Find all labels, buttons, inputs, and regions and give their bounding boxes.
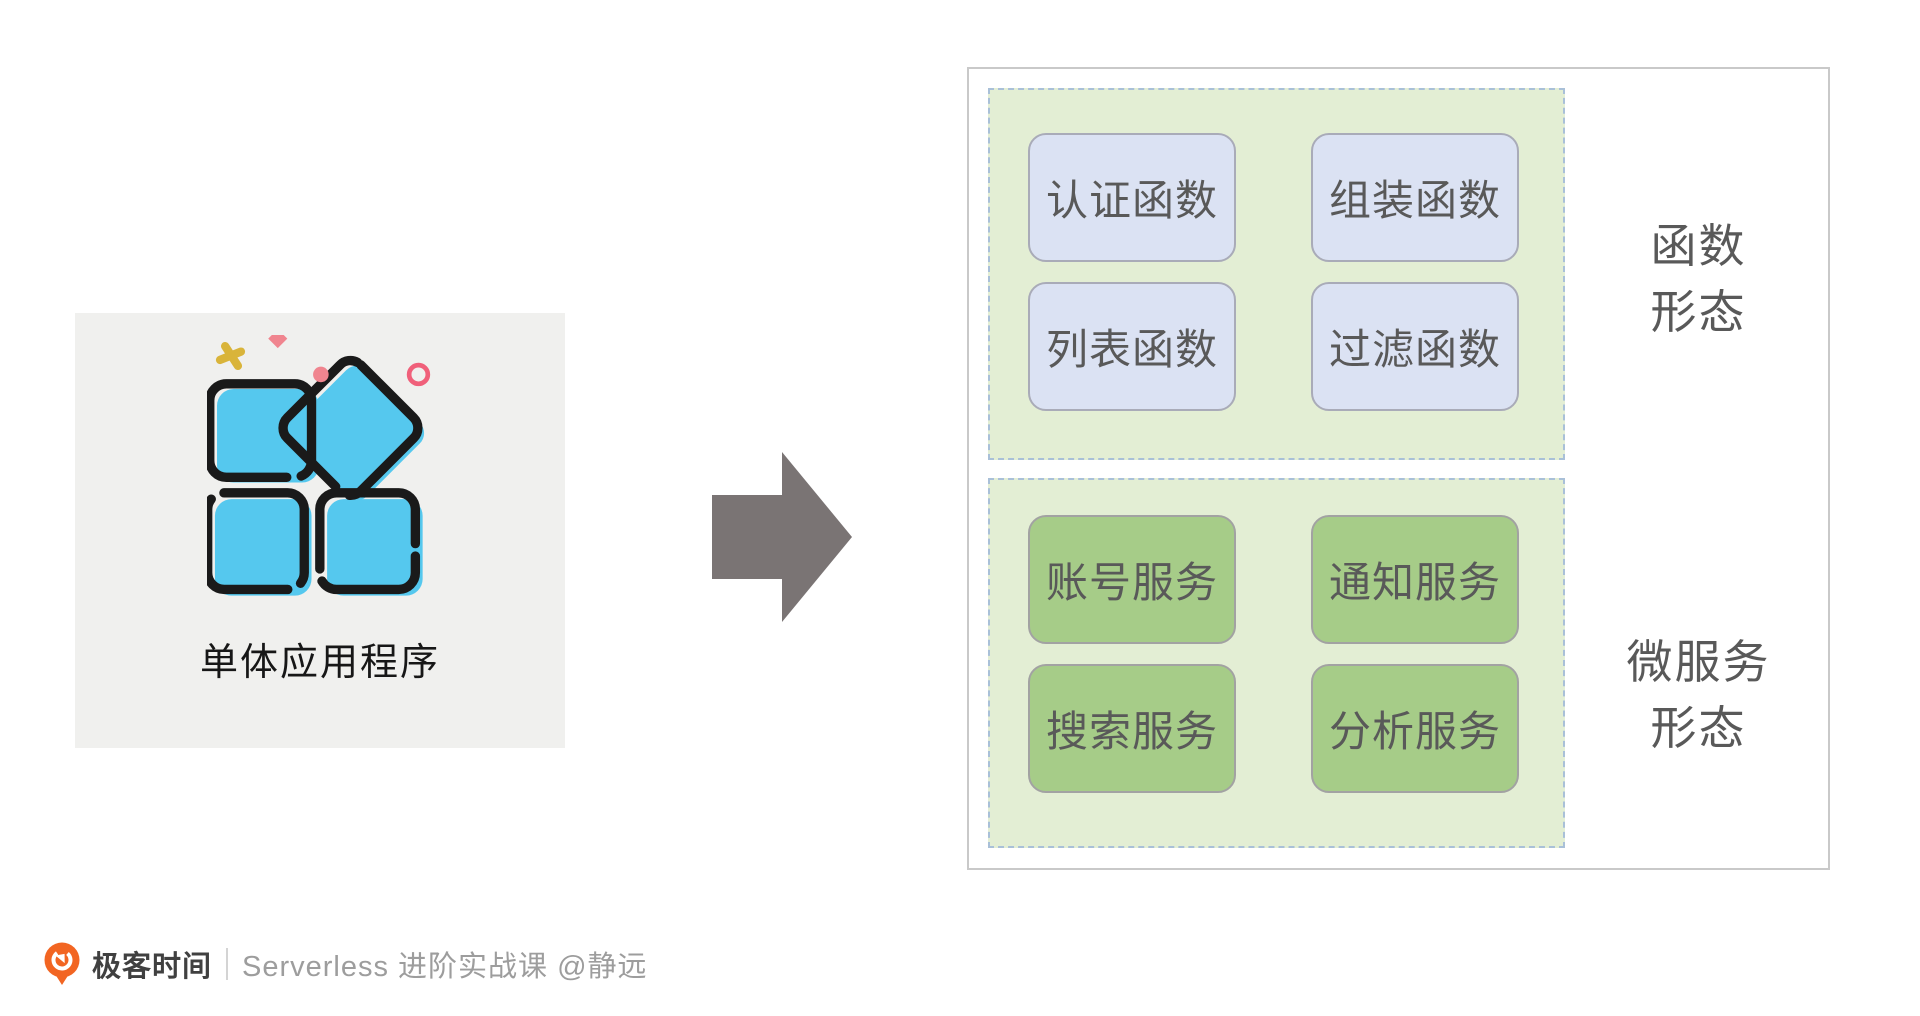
service-node-analyze: 分析服务: [1311, 664, 1519, 793]
function-node-label: 认证函数: [1045, 177, 1218, 224]
function-node-label: 列表函数: [1045, 326, 1218, 373]
function-node-label: 过滤函数: [1328, 326, 1501, 373]
function-node-assemble: 组装函数: [1311, 133, 1519, 262]
service-node-label: 搜索服务: [1045, 708, 1218, 755]
service-node-notify: 通知服务: [1311, 515, 1519, 644]
microservice-form-label-line1: 微服务: [1626, 636, 1771, 688]
brand-name: 极客时间: [92, 951, 213, 983]
service-node-label: 账号服务: [1045, 559, 1218, 606]
sparkle-decorations: [215, 335, 431, 387]
service-node-account: 账号服务: [1028, 515, 1236, 644]
right-arrow-icon: [712, 452, 852, 622]
monolith-label: 单体应用程序: [199, 642, 440, 684]
service-node-label: 分析服务: [1328, 708, 1501, 755]
monolith-panel: 单体应用程序: [75, 313, 565, 748]
function-node-auth: 认证函数: [1028, 133, 1236, 262]
serverless-panel: 认证函数 组装函数 列表函数 过滤函数 账号服务 通知服务 搜索服务: [967, 67, 1830, 870]
service-node-search: 搜索服务: [1028, 664, 1236, 793]
function-form-label-line2: 形态: [1650, 286, 1747, 338]
function-node-filter: 过滤函数: [1311, 282, 1519, 411]
footer-branding: 极客时间 Serverless 进阶实战课 @静远: [42, 941, 648, 987]
function-node-list: 列表函数: [1028, 282, 1236, 411]
microservice-section: 账号服务 通知服务 搜索服务 分析服务: [988, 478, 1565, 848]
geektime-logo-icon: [44, 942, 80, 985]
function-section: 认证函数 组装函数 列表函数 过滤函数: [988, 88, 1565, 460]
function-form-label: 函数 形态: [1569, 213, 1828, 345]
microservice-form-label: 微服务 形态: [1569, 629, 1828, 761]
service-node-label: 通知服务: [1328, 559, 1501, 606]
function-node-label: 组装函数: [1328, 177, 1501, 224]
app-blocks-icon: [207, 335, 431, 596]
course-title: Serverless 进阶实战课 @静远: [242, 951, 648, 983]
footer-divider: [226, 948, 229, 980]
function-form-label-line1: 函数: [1650, 220, 1747, 272]
microservice-form-label-line2: 形态: [1650, 702, 1747, 754]
